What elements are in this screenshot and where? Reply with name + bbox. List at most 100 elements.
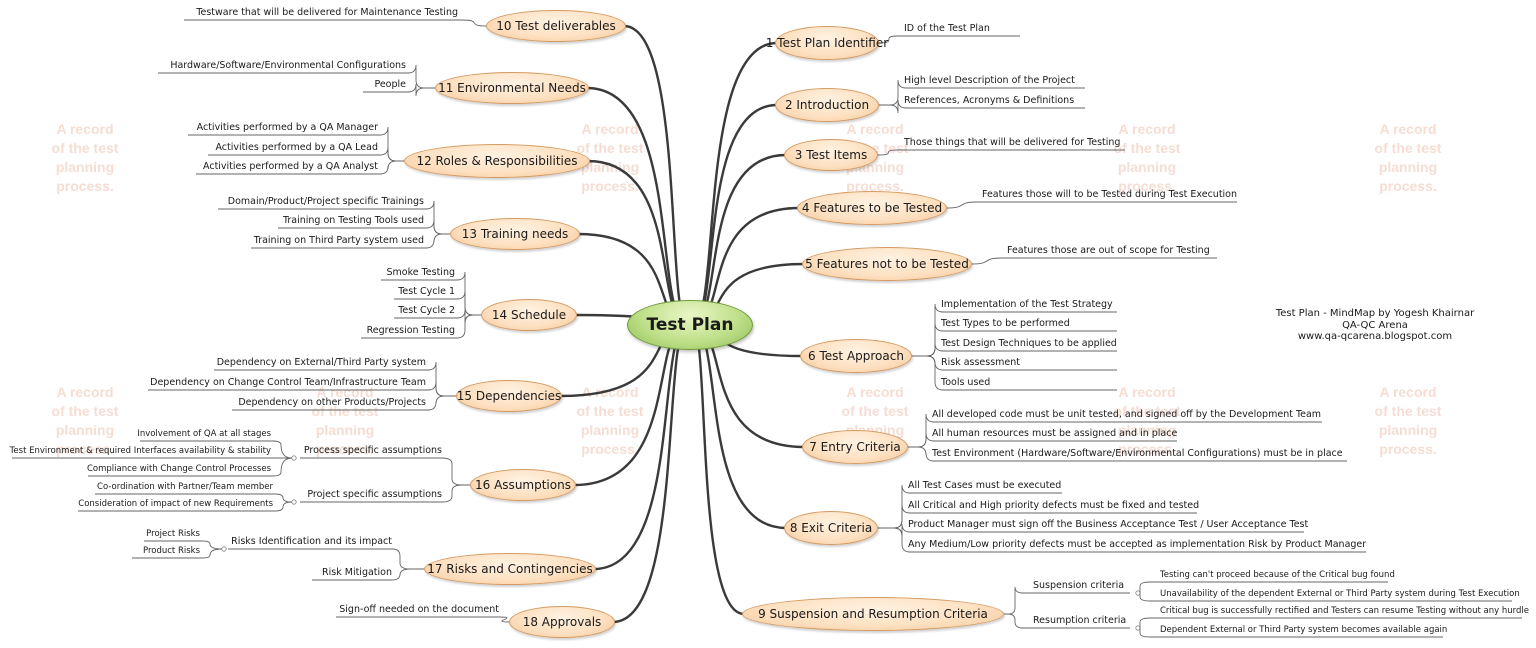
branch-connector <box>623 24 689 327</box>
subtopic-label: All human resources must be assigned and… <box>932 428 1178 439</box>
group-connector <box>228 548 424 570</box>
topic-left-12[interactable]: 12 Roles & Responsibilities <box>404 144 590 178</box>
group-connector <box>1004 586 1130 615</box>
topic-right-2[interactable]: 2 Introduction <box>775 88 879 122</box>
topic-left-10[interactable]: 10 Test deliverables <box>486 10 626 42</box>
subtopic-connector <box>144 540 223 550</box>
subtopic-label: Test Environment (Hardware/Software/Envi… <box>932 448 1343 459</box>
subtopic-connector <box>946 201 1237 209</box>
collapse-toggle <box>1135 590 1141 596</box>
subtopic-label: Testware that will be delivered for Main… <box>196 7 458 18</box>
subtopic-label: ID of the Test Plan <box>904 23 990 34</box>
topic-left-17[interactable]: 17 Risks and Contingencies <box>424 553 596 585</box>
subtopic-connector <box>1139 628 1443 638</box>
topic-right-4[interactable]: 4 Features to be Tested <box>797 191 947 225</box>
subtopic-connector <box>912 342 1117 357</box>
watermark-line: planning <box>55 159 115 175</box>
topic-right-8[interactable]: 8 Exit Criteria <box>784 511 878 545</box>
subtopic-label: Regression Testing <box>366 325 455 336</box>
group-label: Project specific assumptions <box>307 489 442 500</box>
topic-right-3[interactable]: 3 Test Items <box>784 139 878 171</box>
subtopic-label: Domain/Product/Project specific Training… <box>227 196 424 207</box>
subtopic-connector <box>361 314 481 339</box>
watermark-line: A record <box>581 384 639 400</box>
branch-connector <box>573 323 689 487</box>
subtopic-connector <box>1139 581 1388 593</box>
subtopic-connector <box>878 504 1197 529</box>
watermark-line: of the test <box>841 403 909 419</box>
group-label: Risk Mitigation <box>322 567 392 578</box>
subtopic-connector <box>251 233 450 249</box>
watermark-line: of the test <box>1374 140 1442 156</box>
topic-right-6[interactable]: 6 Test Approach <box>800 339 912 373</box>
watermark-line: process. <box>581 441 639 457</box>
watermark-line: process. <box>581 178 639 194</box>
topic-left-15[interactable]: 15 Dependencies <box>456 380 562 412</box>
subtopic-label: Test Environment & required Interfaces a… <box>9 446 271 456</box>
topic-left-13[interactable]: 13 Training needs <box>450 218 580 250</box>
root-topic[interactable]: Test Plan <box>627 300 753 350</box>
subtopic-label: Product Manager must sign off the Busine… <box>908 519 1309 530</box>
subtopic-label: Testing can't proceed because of the Cri… <box>1160 570 1395 580</box>
group-connector <box>300 457 470 486</box>
subtopic-connector <box>971 257 1217 265</box>
watermark-line: of the test <box>51 403 119 419</box>
watermark-line: A record <box>581 121 639 137</box>
subtopic-connector <box>912 355 1117 391</box>
watermark-line: planning <box>580 422 640 438</box>
subtopic-label: Activities performed by a QA Lead <box>215 142 378 153</box>
watermark-line: process. <box>1379 178 1437 194</box>
watermark-line: process. <box>1379 441 1437 457</box>
subtopic-connector <box>278 219 450 235</box>
watermark-line: A record <box>1379 384 1437 400</box>
topic-right-7[interactable]: 7 Entry Criteria <box>802 430 908 464</box>
topic-left-18[interactable]: 18 Approvals <box>509 606 615 638</box>
subtopic-label: Dependency on External/Third Party syste… <box>216 357 426 368</box>
subtopic-label: Training on Third Party system used <box>253 235 424 246</box>
subtopic-label: Test Cycle 1 <box>398 286 455 297</box>
collapse-toggle <box>291 499 297 505</box>
group-connector <box>300 484 470 503</box>
topic-left-16[interactable]: 16 Assumptions <box>470 469 576 501</box>
watermark-line: A record <box>1118 384 1176 400</box>
subtopic-label: Involvement of QA at all stages <box>137 429 271 439</box>
watermark-text: A record of the test planning process. <box>562 383 658 459</box>
subtopic-label: Those things that will be delivered for … <box>904 137 1121 148</box>
topic-right-1[interactable]: 1 Test Plan Identifier <box>766 26 888 60</box>
subtopic-label: Test Cycle 2 <box>398 305 455 316</box>
watermark-line: of the test <box>1374 403 1442 419</box>
subtopic-connector <box>879 99 1085 114</box>
group-connector <box>312 568 424 581</box>
watermark-line: planning <box>55 422 115 438</box>
subtopic-connector <box>1139 593 1512 602</box>
subtopic-connector <box>148 381 456 397</box>
watermark-line: planning <box>1117 422 1177 438</box>
watermark-line: of the test <box>1113 403 1181 419</box>
subtopic-label: Features those will to be Tested during … <box>982 189 1238 200</box>
subtopic-label: Features those are out of scope for Test… <box>1007 245 1210 256</box>
subtopic-label: References, Acronyms & Definitions <box>904 95 1075 106</box>
subtopic-connector <box>158 64 435 89</box>
watermark-line: process. <box>56 441 114 457</box>
topic-left-14[interactable]: 14 Schedule <box>481 299 577 331</box>
watermark-line: process. <box>1118 178 1176 194</box>
watermark-line: of the test <box>576 403 644 419</box>
topic-right-5[interactable]: 5 Features not to be Tested <box>802 247 972 281</box>
subtopic-label: Dependency on other Products/Projects <box>238 397 426 408</box>
group-label: Risks Identification and its impact <box>231 536 392 547</box>
subtopic-label: Test Types to be performed <box>941 318 1070 329</box>
watermark-line: A record <box>316 384 374 400</box>
watermark-line: A record <box>846 384 904 400</box>
subtopic-label: Test Design Techniques to be applied <box>941 338 1117 349</box>
subtopic-label: Implementation of the Test Strategy <box>941 299 1113 310</box>
topic-left-11[interactable]: 11 Environmental Needs <box>435 72 589 104</box>
subtopic-label: All Critical and High priority defects m… <box>908 500 1200 511</box>
subtopic-connector <box>88 457 293 477</box>
watermark-line: process. <box>56 178 114 194</box>
subtopic-label: Risk assessment <box>941 357 1021 368</box>
topic-right-9[interactable]: 9 Suspension and Resumption Criteria <box>742 597 1004 631</box>
watermark-line: A record <box>1379 121 1437 137</box>
